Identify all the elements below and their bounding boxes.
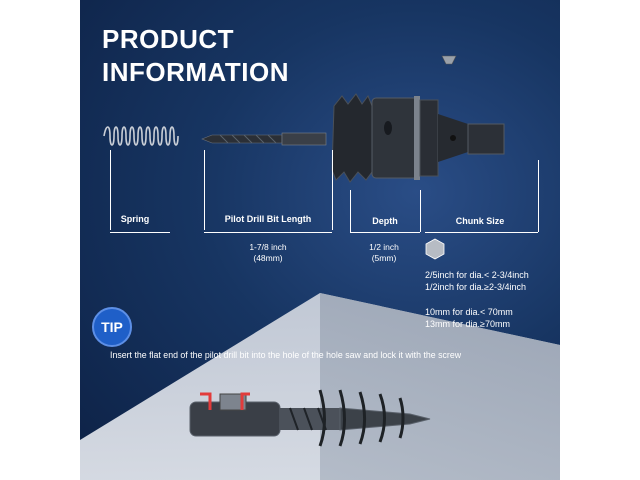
hole-saw-icon <box>331 93 505 183</box>
tip-badge: TIP <box>92 307 132 347</box>
depth-dim-right <box>420 190 421 232</box>
pilot-drill-bit-icon <box>201 132 327 146</box>
chunk-dim-right <box>538 160 539 232</box>
depth-label: Depth <box>372 216 398 226</box>
chunk-label: Chunk Size <box>455 216 505 226</box>
drill-length-inch: 1-7/8 inch <box>249 242 287 252</box>
spring-hline <box>110 232 170 233</box>
assembly-icon <box>189 389 431 447</box>
spring-icon <box>103 126 179 146</box>
spring-dim-line <box>110 150 111 230</box>
spec-inch-large: 1/2inch for dia.≥2-3/4inch <box>425 282 526 292</box>
depth-inch: 1/2 inch <box>369 242 399 252</box>
chunk-hline <box>425 232 538 233</box>
spec-mm-small: 10mm for dia.< 70mm <box>425 307 513 317</box>
drill-dim-left <box>204 150 205 230</box>
drill-dim-right <box>332 150 333 230</box>
spring-label: Spring <box>120 214 150 224</box>
title-line-2: INFORMATION <box>102 57 289 87</box>
drill-hline <box>204 232 332 233</box>
depth-hline <box>350 232 420 233</box>
screw-icon <box>441 55 457 65</box>
spec-mm-large: 13mm for dia.≥70mm <box>425 319 510 329</box>
depth-mm: (5mm) <box>371 253 397 263</box>
title-line-1: PRODUCT <box>102 24 235 54</box>
spec-inch-small: 2/5inch for dia.< 2-3/4inch <box>425 270 529 280</box>
drill-length-mm: (48mm) <box>253 253 283 263</box>
hex-chunk-icon <box>425 238 445 260</box>
tip-text: Insert the flat end of the pilot drill b… <box>110 350 462 360</box>
depth-dim-left <box>350 190 351 232</box>
drill-label: Pilot Drill Bit Length <box>224 214 312 224</box>
product-info-panel: PRODUCT INFORMATION Spring Pilot Drill B… <box>80 0 560 480</box>
